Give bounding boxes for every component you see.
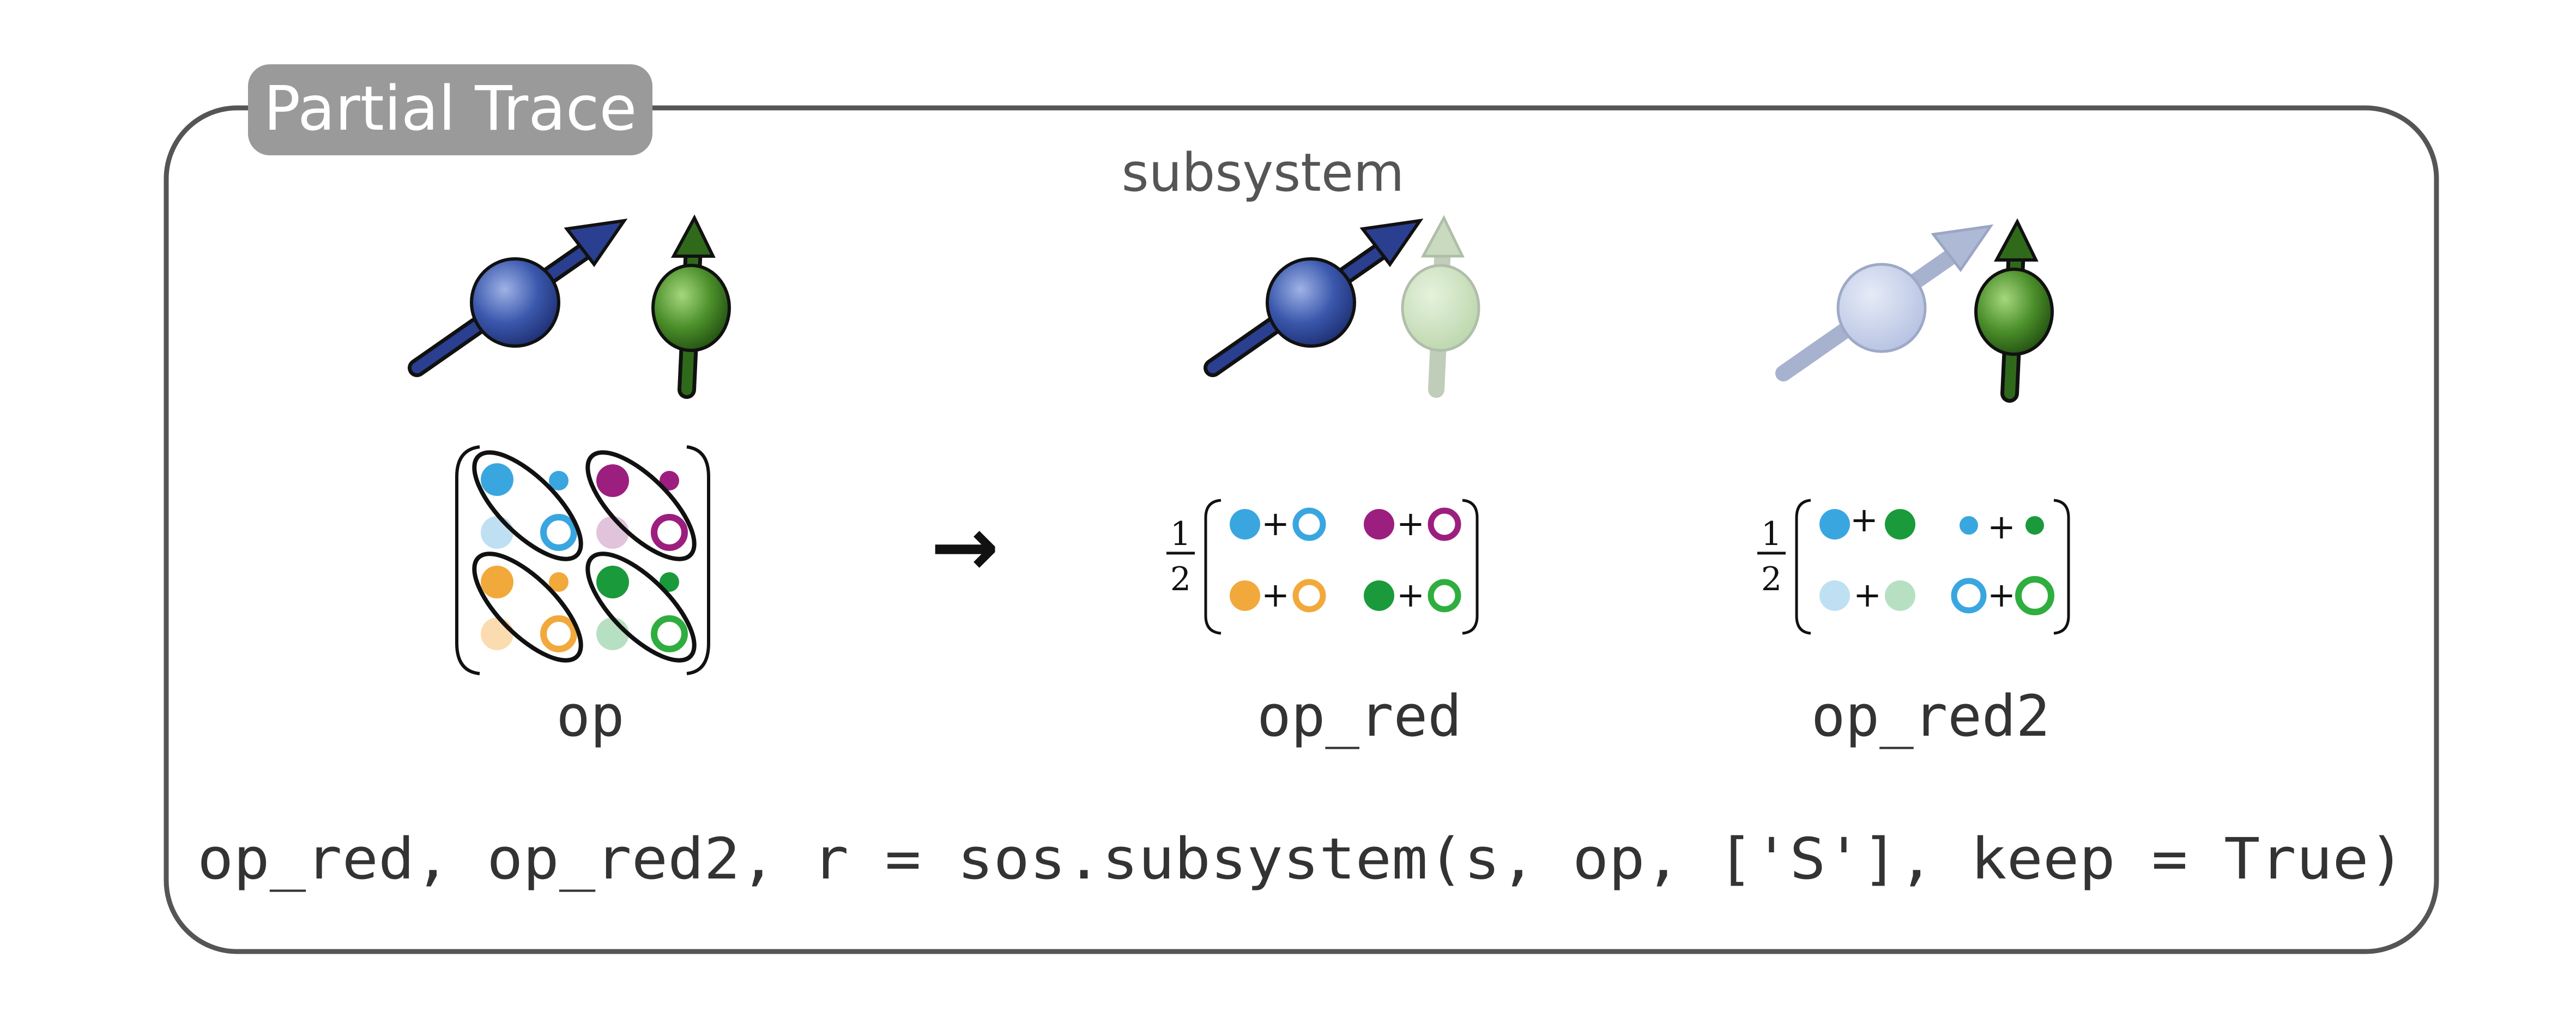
- matrix-ring: [540, 615, 577, 652]
- fraction-denominator: 2: [1170, 560, 1191, 598]
- matrix-dot: [481, 463, 513, 496]
- matrix-dot: [596, 566, 629, 598]
- op-red-matrix: 1 2 + + + +: [1166, 499, 1479, 635]
- plus-sign: +: [1853, 575, 1882, 615]
- trace-ellipse: [472, 450, 583, 561]
- frame-border: [164, 105, 2439, 954]
- matrix-dot: [1819, 509, 1850, 540]
- spin-up-right-icon: [1213, 221, 1420, 368]
- subsystem-label: subsystem: [1122, 142, 1405, 203]
- matrix-dot: [1230, 580, 1260, 611]
- plus-sign: +: [1987, 575, 2016, 615]
- fraction-numerator: 1: [1170, 515, 1191, 553]
- spin-up-icon: [653, 218, 729, 390]
- matrix-bracket-left: [1795, 499, 1811, 635]
- matrix-bracket-right: [2053, 499, 2070, 635]
- code-line: op_red, op_red2, r = sos.subsystem(s, op…: [197, 826, 2405, 892]
- spin-up-right-icon: [1775, 224, 1994, 381]
- op-label: op: [556, 683, 624, 749]
- plus-sign: +: [1261, 575, 1290, 615]
- matrix-dot: [1364, 580, 1394, 611]
- matrix-dot: [660, 471, 679, 490]
- matrix-dot: [1885, 580, 1915, 611]
- matrix-ring: [651, 615, 688, 652]
- op-matrix: [455, 445, 710, 675]
- matrix-dot: [1885, 509, 1915, 540]
- matrix-ring: [1951, 578, 1987, 614]
- matrix-bracket-left: [455, 445, 480, 675]
- op-red2-matrix: 1 2 + + + +: [1757, 499, 2070, 635]
- matrix-dot: [549, 471, 569, 490]
- matrix-bracket-right: [1462, 499, 1479, 635]
- matrix-ring: [1428, 507, 1461, 541]
- matrix-ring: [2015, 576, 2054, 615]
- trace-ellipse: [585, 552, 697, 663]
- op-red2-label: op_red2: [1811, 683, 2050, 749]
- plus-sign: +: [1850, 500, 1878, 540]
- fraction-denominator: 2: [1761, 560, 1782, 598]
- matrix-dot: [596, 464, 629, 497]
- matrix-dot: [596, 516, 629, 549]
- title-text: Partial Trace: [264, 74, 637, 144]
- spin-up-right-icon: [417, 221, 624, 368]
- arrow-icon: →: [930, 500, 999, 595]
- matrix-dot: [1819, 580, 1850, 611]
- matrix-dot: [481, 516, 513, 549]
- trace-ellipse: [585, 450, 697, 561]
- spin-up-icon: [1976, 222, 2052, 393]
- plus-sign: +: [1396, 504, 1425, 543]
- matrix-ring: [1292, 579, 1326, 613]
- matrix-dot: [1960, 516, 1978, 535]
- spin-up-icon: [1401, 215, 1480, 398]
- matrix-dot: [2025, 516, 2044, 535]
- matrix-dot: [481, 566, 513, 598]
- plus-sign: +: [1261, 504, 1290, 543]
- matrix-dot: [660, 572, 679, 592]
- plus-sign: +: [1396, 575, 1425, 615]
- matrix-dot: [1364, 509, 1394, 540]
- matrix-ring: [540, 514, 577, 551]
- matrix-dot: [1230, 509, 1260, 540]
- matrix-bracket-right: [686, 445, 710, 675]
- fraction-numerator: 1: [1761, 515, 1782, 553]
- matrix-bracket-left: [1204, 499, 1222, 635]
- plus-sign: +: [1987, 507, 2016, 547]
- matrix-ring: [651, 514, 688, 551]
- matrix-dot: [596, 617, 629, 650]
- title-tab: [248, 64, 652, 155]
- matrix-dot: [549, 572, 569, 592]
- matrix-ring: [1428, 579, 1461, 613]
- op-red-label: op_red: [1257, 683, 1462, 749]
- trace-ellipse: [472, 552, 583, 663]
- matrix-dot: [481, 617, 513, 650]
- matrix-ring: [1292, 507, 1326, 541]
